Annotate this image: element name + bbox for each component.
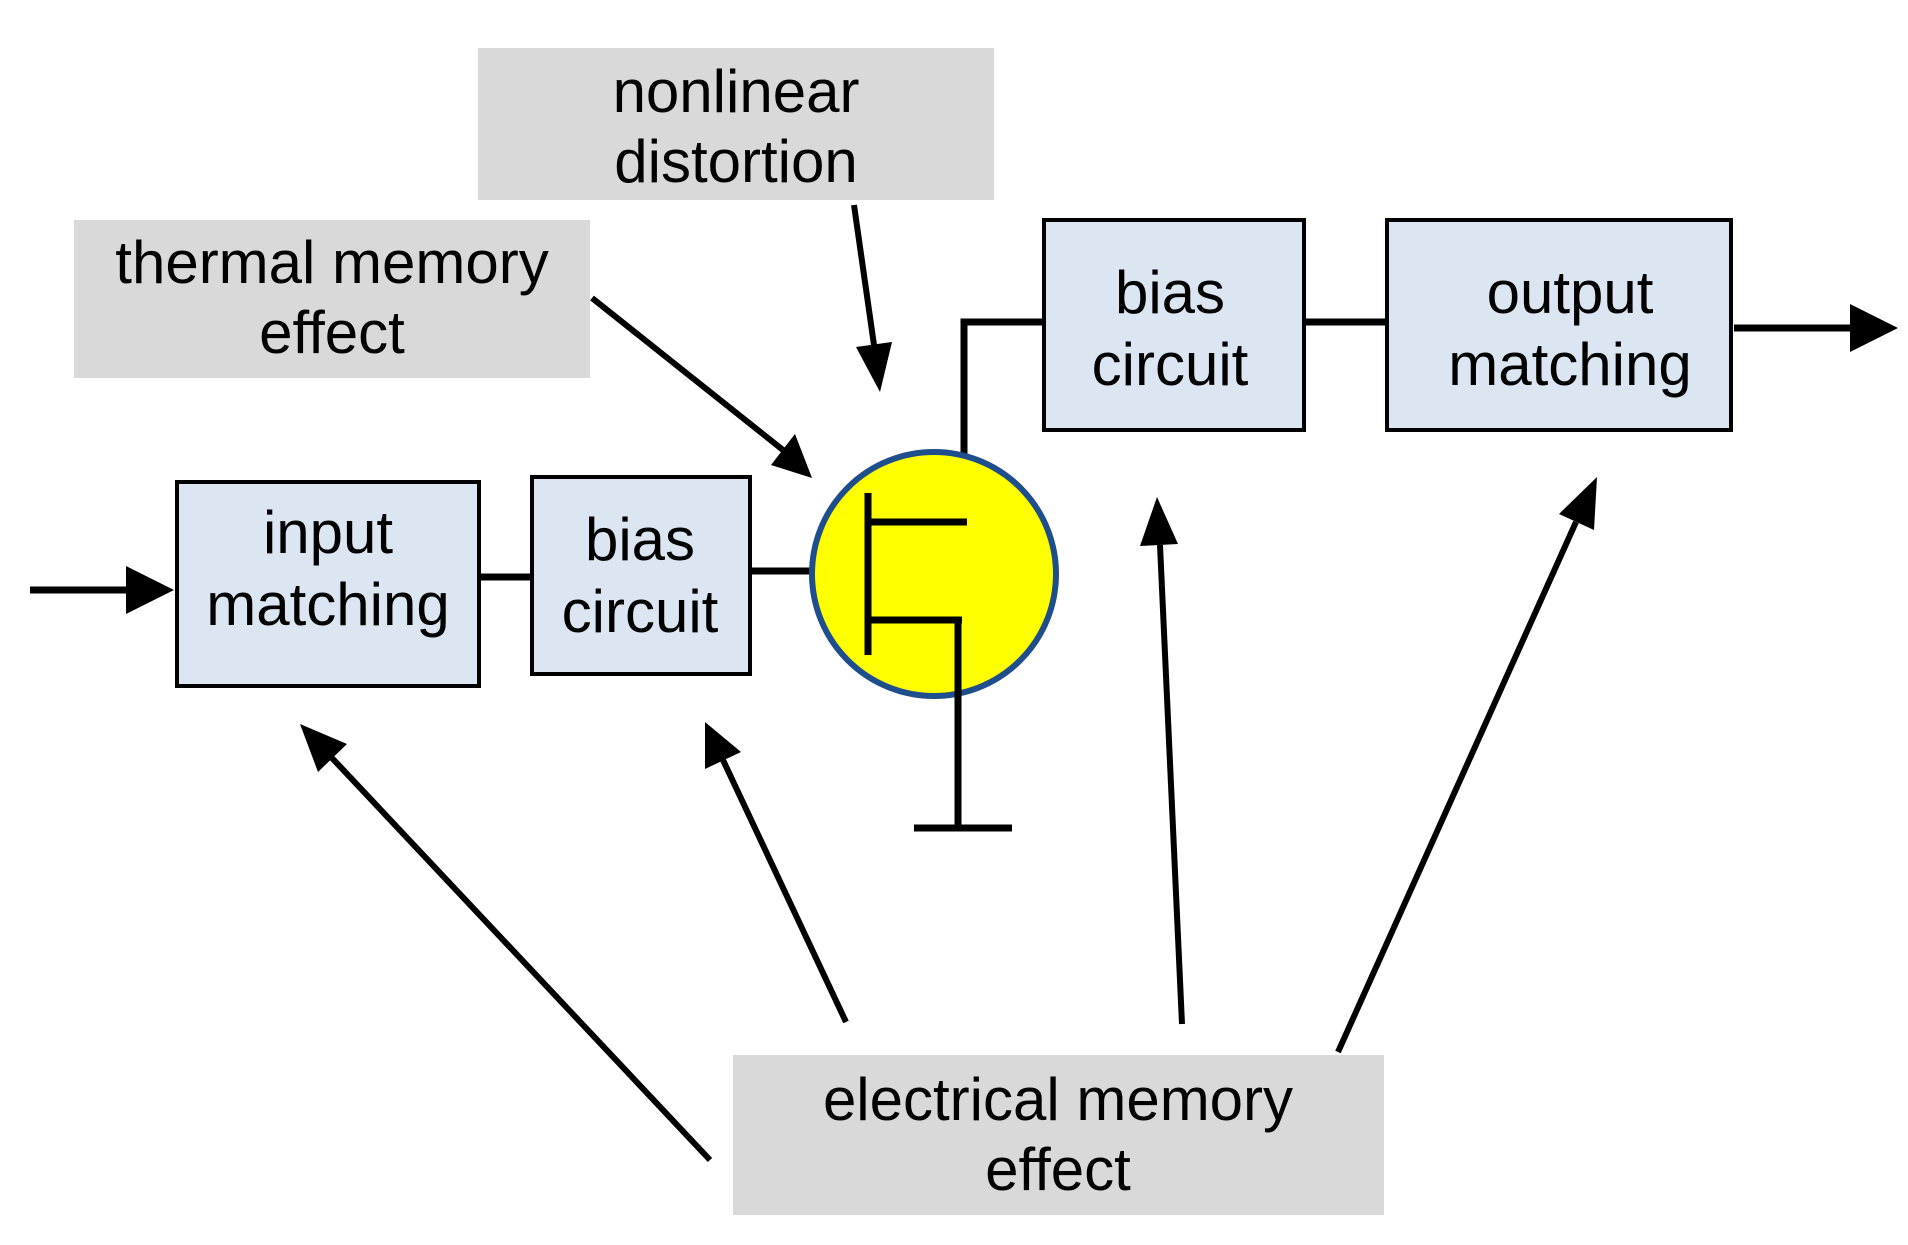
arrow-electrical-to-bias-circuit-input [705,722,849,1024]
bias-circuit-output-label-2: circuit [1092,331,1249,398]
bias-circuit-input-label-2: circuit [562,578,719,645]
bias-circuit-output-block: bias circuit [1042,218,1306,432]
thermal-memory-effect-label-2: effect [259,299,405,366]
input-matching-block: input matching [175,480,481,688]
arrow-electrical-to-bias-circuit-output [1140,497,1185,1025]
bias-circuit-input-block: bias circuit [530,475,752,676]
bias-circuit-output-label-1: bias [1115,259,1225,326]
arrow-nonlinear-to-transistor [851,204,892,392]
input-matching-label-1: input [263,499,393,566]
thermal-memory-effect-label-1: thermal memory [115,229,548,296]
output-matching-label-2: matching [1448,331,1691,398]
input-matching-label-2: matching [206,571,449,638]
nonlinear-distortion-label-2: distortion [614,128,857,195]
output-arrowhead [1850,304,1898,352]
transistor-circle [809,449,1059,699]
electrical-memory-effect-note: electrical memory effect [733,1055,1384,1215]
input-arrowhead [126,566,174,614]
transistor-symbol [864,493,1012,832]
arrow-electrical-to-input-matching [300,724,713,1163]
arrow-thermal-to-transistor [590,295,812,478]
electrical-memory-effect-label-2: effect [985,1136,1131,1203]
nonlinear-distortion-note: nonlinear distortion [478,48,994,200]
electrical-memory-effect-label-1: electrical memory [823,1066,1293,1133]
output-matching-label-1: output [1487,259,1654,326]
bias-circuit-input-label-1: bias [585,506,695,573]
thermal-memory-effect-note: thermal memory effect [74,220,590,378]
output-matching-block: output matching [1385,218,1733,432]
arrow-electrical-to-output-matching [1335,477,1597,1054]
nonlinear-distortion-label-1: nonlinear [613,58,860,125]
